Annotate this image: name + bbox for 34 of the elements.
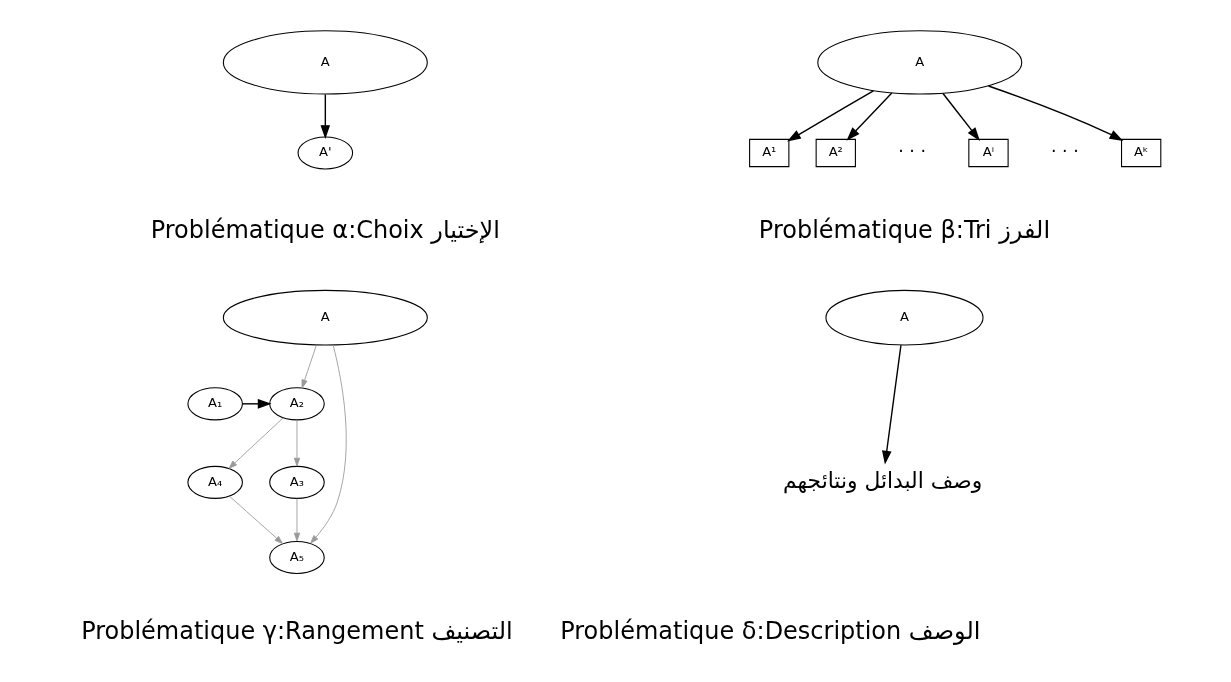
node-ellipse: A₂ bbox=[268, 386, 325, 420]
node-text: وصف البدائل ونتائجهم bbox=[782, 467, 982, 493]
label: Problématique δ:Description الوصف bbox=[559, 616, 980, 645]
arrow bbox=[320, 93, 330, 139]
arrow bbox=[228, 416, 284, 469]
arrow bbox=[941, 92, 980, 141]
node-ellipse: A bbox=[222, 289, 428, 345]
arrow bbox=[241, 398, 272, 409]
node-box: Aⁱ bbox=[967, 138, 1009, 167]
label: · · · bbox=[897, 140, 926, 161]
node-box: Aᵏ bbox=[1120, 138, 1161, 167]
node-box: A¹ bbox=[748, 138, 789, 167]
node-box: A² bbox=[815, 138, 856, 167]
node-ellipse: A bbox=[222, 29, 428, 95]
node-ellipse: A₅ bbox=[268, 540, 325, 574]
label: Problématique β:Tri الفرز bbox=[758, 215, 1050, 244]
label: Problématique γ:Rangement التصنيف bbox=[80, 616, 513, 645]
arrow bbox=[228, 495, 283, 544]
arrow bbox=[293, 497, 300, 541]
arrow bbox=[301, 343, 317, 388]
node-ellipse: A₄ bbox=[186, 465, 243, 499]
arrow bbox=[786, 89, 874, 141]
node-ellipse: A₁ bbox=[186, 386, 243, 420]
node-ellipse: A bbox=[816, 29, 1022, 95]
node-ellipse: A₃ bbox=[268, 465, 325, 499]
node-ellipse: A bbox=[824, 289, 984, 345]
label: Problématique α:Choix الإختيار bbox=[150, 215, 500, 244]
arrow bbox=[309, 344, 347, 543]
arrow bbox=[881, 344, 902, 465]
arrow bbox=[293, 419, 300, 466]
label: · · · bbox=[1050, 140, 1079, 161]
arrow bbox=[845, 91, 892, 141]
arrow bbox=[987, 84, 1123, 141]
node-ellipse: A' bbox=[297, 135, 353, 170]
